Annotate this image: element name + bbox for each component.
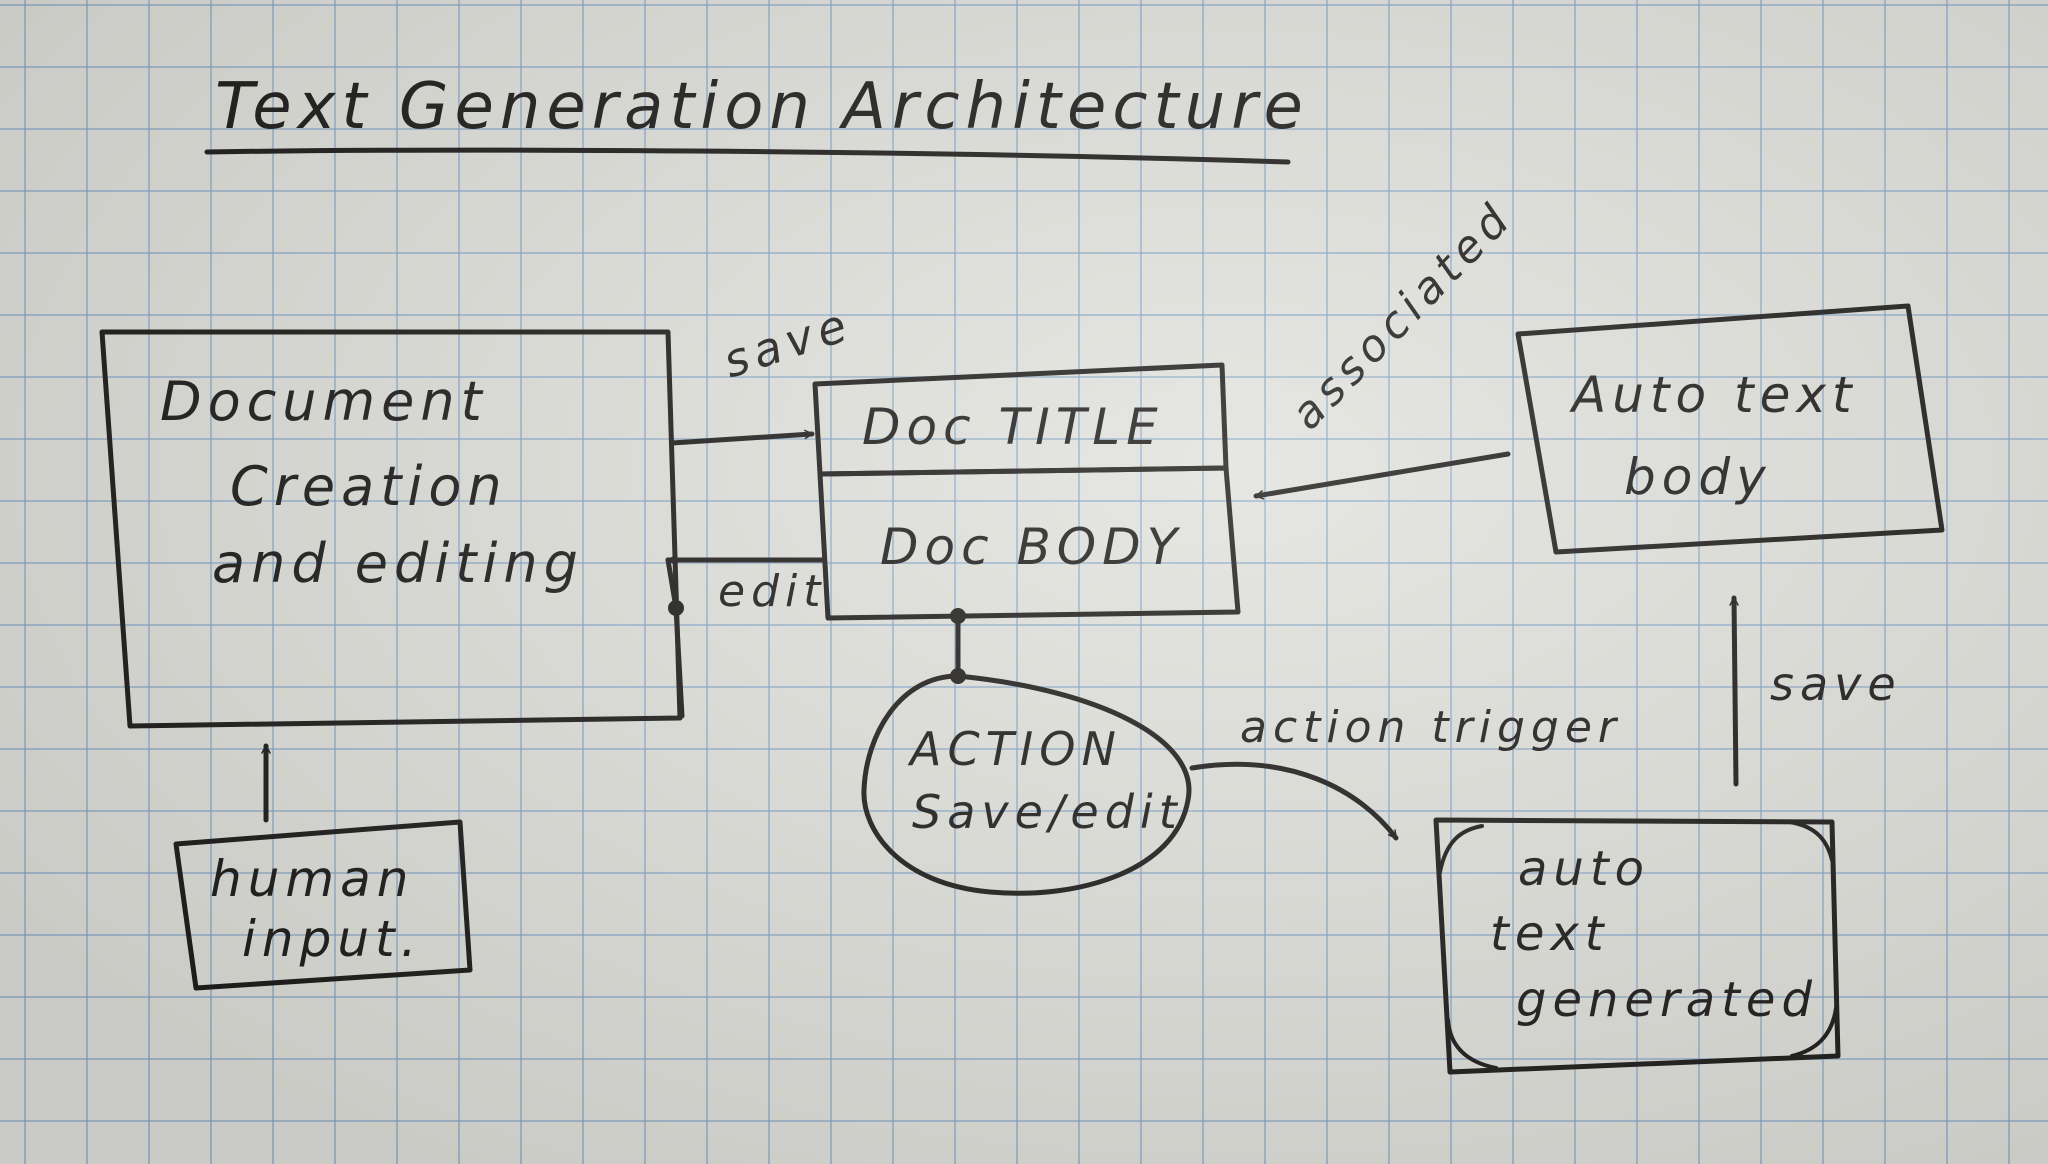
auto-text-generated-node: auto text generated [1433, 817, 1841, 1075]
action-node: ACTION Save/edit [861, 673, 1192, 896]
auto-text-body-box [1515, 303, 1945, 555]
diagram-title: Text Generation Architecture [215, 70, 1309, 144]
document-creation-line-2: Creation [230, 455, 508, 518]
auto-text-generated-corner-br [1790, 1006, 1838, 1058]
action-line-2: Save/edit [912, 785, 1183, 839]
auto-text-body-node: Auto text body [1515, 303, 1945, 555]
doc-body-box [817, 465, 1241, 621]
body-to-action-dot-top [950, 608, 966, 624]
save-up-edge-label: save [1770, 657, 1902, 711]
edit-edge-label: edit [718, 566, 826, 617]
edit-connector-dot [668, 600, 684, 616]
human-input-box [173, 819, 473, 991]
associated-edge-label: associated [1281, 192, 1523, 440]
action-ellipse [861, 673, 1192, 896]
title-underline [204, 147, 1291, 165]
associated-arrow [1253, 451, 1511, 500]
auto-text-body-line-2: body [1624, 448, 1772, 506]
auto-text-generated-line-1: auto [1518, 841, 1650, 897]
human-input-node: human input. [173, 819, 473, 991]
save-arrow [669, 429, 815, 446]
body-to-action-dot-bottom [950, 668, 966, 684]
auto-text-generated-corner-tl [1438, 824, 1484, 874]
document-creation-box [99, 329, 683, 729]
save-edge-label: save [717, 296, 859, 388]
auto-text-generated-line-2: text [1490, 906, 1610, 962]
auto-text-generated-line-3: generated [1516, 972, 1818, 1028]
action-trigger-edge-label: action trigger [1240, 702, 1622, 753]
document-creation-node: Document Creation and editing [99, 329, 683, 729]
action-trigger-arrow [1189, 761, 1399, 841]
doc-body-label: Doc BODY [880, 518, 1183, 576]
auto-text-body-line-1: Auto text [1569, 366, 1858, 424]
auto-text-generated-box [1433, 817, 1841, 1075]
auto-text-generated-corner-tr [1788, 820, 1834, 862]
doc-title-label: Doc TITLE [862, 398, 1164, 456]
human-input-line-1: human [210, 850, 414, 908]
action-line-1: ACTION [907, 722, 1122, 776]
auto-text-generated-corner-bl [1446, 1018, 1498, 1070]
document-creation-line-1: Document [160, 370, 488, 433]
document-node: Doc TITLE Doc BODY [812, 362, 1241, 621]
document-creation-line-3: and editing [212, 532, 584, 595]
save-up-arrow [1729, 595, 1739, 787]
human-input-line-2: input. [242, 910, 423, 968]
